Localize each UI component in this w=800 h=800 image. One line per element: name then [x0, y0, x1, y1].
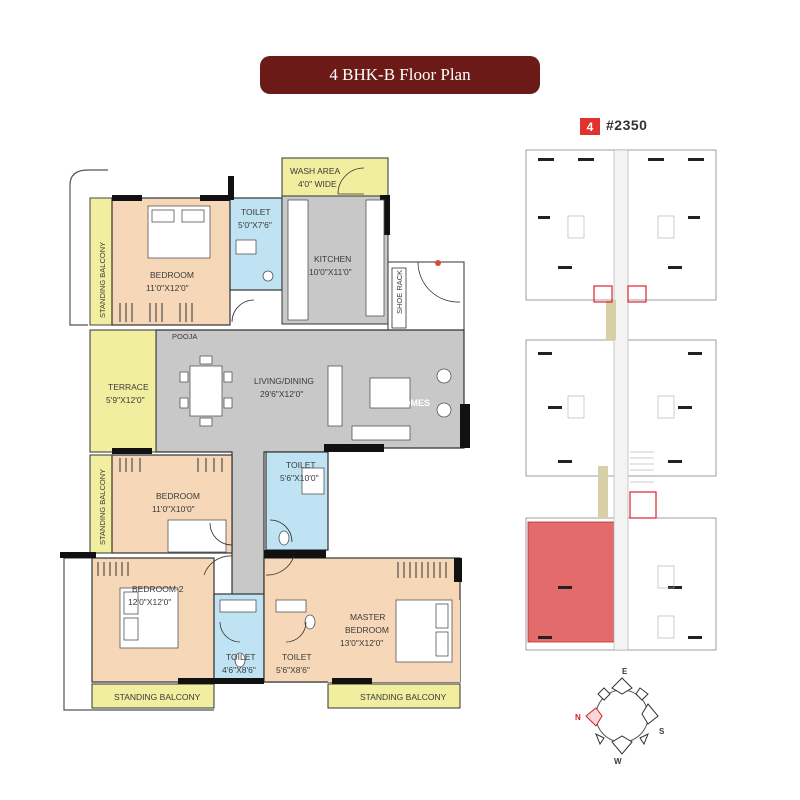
- toilet-top-size: 5'0"X7'6": [238, 220, 272, 230]
- balcony-left-mid-label: STANDING BALCONY: [98, 469, 107, 545]
- master-bedroom-label: MASTER: [350, 612, 385, 622]
- balcony-bottom-left-label: STANDING BALCONY: [114, 692, 201, 702]
- living-dining-size: 29'6"X12'0": [260, 389, 303, 399]
- compass-north: N: [575, 713, 581, 722]
- bedroom-2-size: 12'0"X12'0": [128, 597, 171, 607]
- balcony-bottom-left: [91, 683, 215, 709]
- kitchen-size: 10'0"X11'0": [309, 267, 352, 277]
- toilet-top-label: TOILET: [241, 207, 271, 217]
- wash-area-label: WASH AREA: [290, 166, 341, 176]
- bedroom-mid-label: BEDROOM: [156, 491, 200, 501]
- bedroom-top-size: 11'0"X12'0": [146, 283, 189, 293]
- balcony-bottom-right-label: STANDING BALCONY: [360, 692, 447, 702]
- master-bedroom-size: 13'0"X12'0": [340, 638, 383, 648]
- wash-area: [281, 157, 389, 197]
- toilet-bottom-right-label: TOILET: [282, 652, 312, 662]
- toilet-mid-size: 5'6"X10'0": [280, 473, 319, 483]
- toilet-bottom-right-size: 5'6"X8'6": [276, 665, 310, 675]
- bedroom-2-label: BEDROOM-2: [132, 584, 184, 594]
- tower-code: #2350: [606, 117, 648, 133]
- terrace-label: TERRACE: [108, 382, 149, 392]
- master-bedroom-label-2: BEDROOM: [345, 625, 389, 635]
- terrace: [89, 329, 157, 453]
- balcony-bottom-right: [327, 683, 461, 709]
- structural-walls: [60, 176, 470, 684]
- watermark: ZIGHOMES: [382, 398, 430, 408]
- compass: E S W N: [575, 667, 665, 766]
- wash-area-size: 4'0" WIDE: [298, 179, 337, 189]
- outer-rail: [69, 169, 108, 326]
- shoe-rack: [391, 267, 407, 329]
- pooja-label: POOJA: [172, 332, 197, 341]
- windows: [97, 303, 447, 578]
- highlighted-unit: [527, 521, 623, 643]
- kitchen-label: KITCHEN: [314, 254, 351, 264]
- tower-badge: 4: [580, 118, 600, 135]
- bedroom-mid-size: 11'0"X10'0": [152, 504, 195, 514]
- shoe-rack-label: SHOE RACK: [395, 270, 404, 314]
- toilet-mid-label: TOILET: [286, 460, 316, 470]
- toilet-bottom-left-size: 4'6"X8'6": [222, 665, 256, 675]
- furniture: [119, 199, 453, 668]
- compass-south: S: [659, 727, 665, 736]
- toilet-bottom-left-label: TOILET: [226, 652, 256, 662]
- compass-west: W: [614, 757, 622, 766]
- compass-east: E: [622, 667, 628, 676]
- key-plan: [525, 149, 717, 651]
- balcony-left-top-label: STANDING BALCONY: [98, 242, 107, 318]
- doors: [203, 167, 461, 643]
- bedroom-top-label: BEDROOM: [150, 270, 194, 280]
- terrace-size: 5'9"X12'0": [106, 395, 145, 405]
- page-title: 4 BHK-B Floor Plan: [260, 56, 540, 94]
- living-dining-label: LIVING/DINING: [254, 376, 314, 386]
